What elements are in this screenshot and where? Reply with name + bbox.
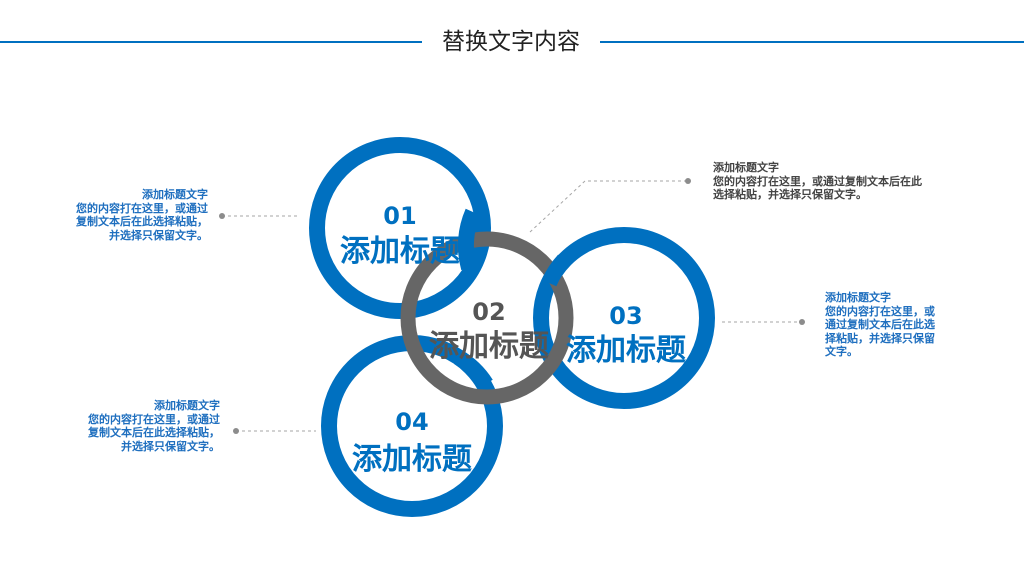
note-01-title: 添加标题文字	[142, 188, 208, 201]
note-04: 添加标题文字 您的内容打在这里，或通过复制文本后在此选择粘贴，并选择只保留文字。	[86, 399, 220, 453]
connector-dot-02	[685, 178, 691, 184]
note-04-title: 添加标题文字	[154, 399, 220, 412]
ring-01	[309, 137, 491, 319]
ring-03-overlap	[541, 254, 571, 287]
note-04-body: 您的内容打在这里，或通过复制文本后在此选择粘贴，并选择只保留文字。	[88, 412, 220, 453]
page-title: 替换文字内容	[442, 29, 580, 55]
ring-01-overlap	[457, 208, 481, 271]
note-01: 添加标题文字 您的内容打在这里，或通过复制文本后在此选择粘贴，并选择只保留文字。	[74, 188, 208, 242]
title-rule-right	[600, 41, 1024, 43]
note-02-title: 添加标题文字	[713, 161, 779, 174]
note-03-title: 添加标题文字	[825, 291, 891, 304]
note-02-body: 您的内容打在这里，或通过复制文本后在此选择粘贴，并选择只保留文字。	[713, 174, 922, 202]
note-03-body: 您的内容打在这里，或通过复制文本后在此选择粘贴，并选择只保留文字。	[825, 304, 935, 359]
connector-dot-01	[219, 213, 225, 219]
ring-04-label: 添加标题	[352, 442, 472, 477]
connector-dot-04	[233, 428, 239, 434]
ring-01-number: 01	[383, 202, 416, 230]
note-02: 添加标题文字 您的内容打在这里，或通过复制文本后在此选择粘贴，并选择只保留文字。	[713, 161, 925, 202]
ring-04-overlap	[453, 350, 493, 389]
ring-03	[533, 227, 715, 409]
note-03: 添加标题文字 您的内容打在这里，或通过复制文本后在此选择粘贴，并选择只保留文字。	[825, 291, 945, 359]
ring-03-label: 添加标题	[566, 333, 686, 368]
ring-03-number: 03	[609, 302, 642, 330]
connectors	[219, 178, 805, 434]
ring-04-number: 04	[395, 408, 428, 436]
connector-dot-03	[799, 319, 805, 325]
ring-02-label: 添加标题	[429, 329, 549, 364]
connector-02	[529, 180, 688, 233]
note-01-body: 您的内容打在这里，或通过复制文本后在此选择粘贴，并选择只保留文字。	[76, 201, 208, 242]
ring-02-number: 02	[472, 298, 505, 326]
title-rule-left	[0, 41, 422, 43]
ring-01-label: 添加标题	[340, 234, 460, 269]
ring-02	[400, 231, 574, 405]
